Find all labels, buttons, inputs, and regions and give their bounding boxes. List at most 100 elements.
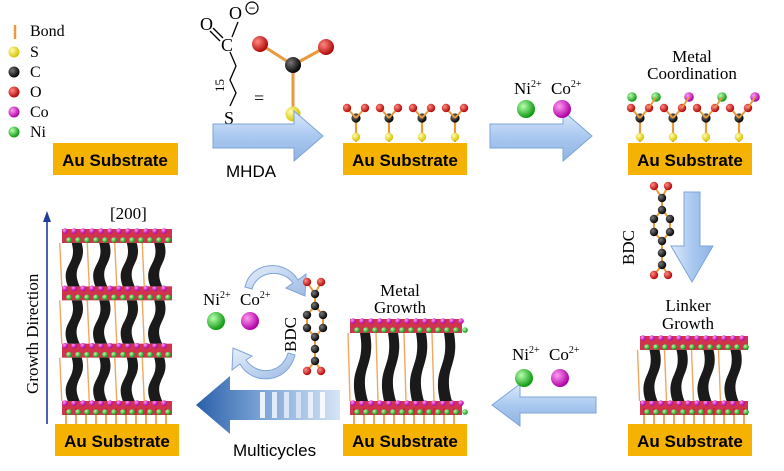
cobalt-atom [62,285,68,292]
cobalt-atom [703,335,709,341]
nickel-atom [462,409,468,415]
oxygen-atom [316,277,326,287]
cobalt-atom [395,318,401,324]
growth-direction-axis: Growth Direction [23,211,51,424]
nickel-atom [120,351,126,358]
arrow-step-4 [491,383,597,427]
metal-coordination-subtitle: Coordination [647,64,737,83]
cobalt-atom [62,228,68,234]
carbon-atom [657,193,667,203]
cobalt-atom [350,318,356,324]
cobalt-atom [107,285,113,292]
oxygen-atom [302,277,312,287]
cobalt-atom [413,400,419,406]
substrate-3: Au Substrate [628,143,752,175]
nickel-atom [734,409,740,415]
oxygen-atom [663,270,673,280]
linker-growth-subtitle: Growth [662,314,714,333]
ion-group-top: Ni2+ Co2+ [514,79,582,118]
carbon-atom [665,227,675,237]
nickel-atom [102,351,108,358]
cobalt-atom [161,228,167,234]
nickel-atom [75,409,81,415]
metal-coordinated-monolayer [626,92,760,142]
cobalt-atom [98,400,104,406]
carbon-atom [318,323,328,333]
substrate-label: Au Substrate [637,151,743,170]
nickel-atom [93,237,99,243]
mhda-structural-formula: O O − C 15 S = [200,1,264,128]
carbon-atom [285,57,301,73]
legend-ni-label: Ni [30,124,47,141]
cobalt-atom [721,335,727,341]
cobalt-atom [649,335,655,341]
bdc-linker-column [724,350,742,401]
nickel-atom [680,344,686,350]
ni-ion-label: Ni2+ [512,345,540,364]
nickel-atom [381,409,387,415]
oxygen-atom [342,103,352,113]
nickel-atom [653,344,659,350]
cobalt-atom [386,400,392,406]
co-ion-label: Co2+ [240,290,271,309]
nickel-atom [138,237,144,243]
oxygen-atom [393,103,403,113]
cobalt-atom [80,342,86,349]
cobalt-atom [107,228,113,234]
cobalt-atom [458,400,464,406]
nickel-atom [390,409,396,415]
cobalt-atom [116,228,122,234]
nickel-atom [75,351,81,358]
equals-sign: = [254,88,264,108]
nickel-atom [93,294,99,301]
cobalt-atom [359,318,365,324]
chain-length-subscript: 15 [212,79,227,92]
bond-line [59,300,63,344]
cobalt-atom [134,400,140,406]
cobalt-atom [98,285,104,292]
sulfur-atom [734,132,744,142]
substrate-5: Au Substrate [343,424,467,456]
cobalt-atom [134,342,140,349]
carbon-atom [310,301,320,311]
nickel-atom [84,409,90,415]
nickel-atom [689,344,695,350]
nickel-ion [515,369,533,387]
cobalt-atom [62,342,68,349]
cobalt-atom [395,400,401,406]
bdc-linker-column [353,333,372,401]
sulfur-atom [668,132,678,142]
nickel-atom [102,237,108,243]
oxygen-atom [659,103,669,113]
cobalt-atom [377,318,383,324]
cobalt-atom [98,228,104,234]
sulfur-atom [701,132,711,142]
arrow-step-2 [489,109,593,163]
cobalt-atom-swatch [8,106,20,118]
cobalt-atom [640,400,646,406]
bdc-linker-column [670,350,688,401]
bond-line [717,349,722,402]
bdc-linker-column [93,357,111,401]
cobalt-ion [551,369,569,387]
bond-line [59,242,63,287]
nickel-atom [66,237,72,243]
cobalt-atom [377,400,383,406]
bdc-linker-column [697,350,715,401]
nickel-atom [129,351,135,358]
cobalt-atom [80,228,86,234]
oxygen-atom-swatch [8,86,20,98]
bond-line [141,242,145,287]
cobalt-atom [730,400,736,406]
cobalt-atom [404,400,410,406]
cobalt-atom [134,228,140,234]
nickel-atom [66,409,72,415]
cobalt-atom [350,400,356,406]
nickel-atom [165,294,171,301]
growth-direction-label: Growth Direction [23,273,42,394]
bond-line [663,349,668,402]
oxygen-atom [360,103,370,113]
nickel-atom [453,327,459,333]
oxygen-atom [426,103,436,113]
formula-oxygen-2: O [229,3,242,23]
